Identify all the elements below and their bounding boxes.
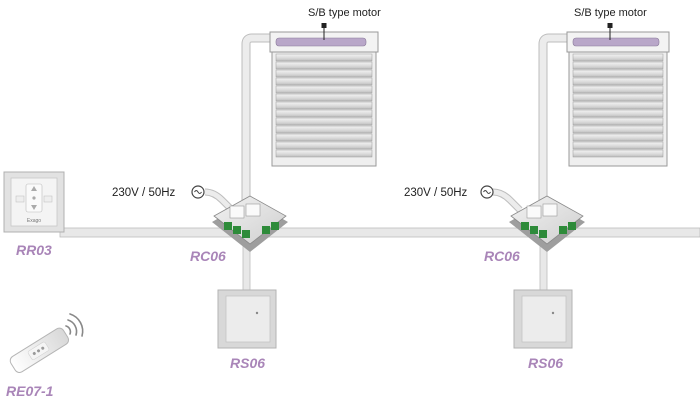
rs06-switch-2 — [513, 289, 573, 349]
terminal-block-icon — [242, 230, 250, 238]
shutter-slats-1 — [275, 53, 373, 158]
rc06-label-1: RC06 — [190, 248, 226, 264]
roller-shutter-1 — [269, 31, 379, 167]
blind-unit-2: S/B type motor 230V / 50Hz RC06 RS06 — [404, 7, 670, 371]
motor-label-1: S/B type motor — [308, 7, 381, 19]
switch-brand-logo: Exago — [27, 218, 41, 224]
re07-1-label: RE07-1 — [6, 383, 54, 399]
power-label-1: 230V / 50Hz — [112, 187, 176, 199]
terminal-block-icon — [539, 230, 547, 238]
motor-label-2: S/B type motor — [574, 7, 647, 19]
wireless-signal-icon — [65, 313, 84, 337]
arrow-down-icon — [31, 205, 37, 210]
rc06-module-2 — [509, 195, 585, 252]
rs06-label-1: RS06 — [230, 355, 265, 371]
terminal-block-icon — [530, 226, 538, 234]
terminal-block-icon — [233, 226, 241, 234]
rr03-wireless-switch: Exago — [3, 171, 65, 233]
arrow-up-icon — [31, 186, 37, 191]
shutter-slats-2 — [572, 53, 664, 158]
terminal-block-icon — [262, 226, 270, 234]
re07-1-remote — [9, 313, 84, 373]
terminal-block-icon — [521, 222, 529, 230]
power-label-2: 230V / 50Hz — [404, 187, 468, 199]
rc06-module-1 — [212, 195, 288, 252]
rc06-label-2: RC06 — [484, 248, 520, 264]
terminal-block-icon — [559, 226, 567, 234]
terminal-block-icon — [271, 222, 279, 230]
main-cable — [59, 227, 700, 238]
terminal-block-icon — [568, 222, 576, 230]
rs06-switch-1 — [217, 289, 277, 349]
roller-shutter-2 — [566, 31, 670, 167]
terminal-block-icon — [224, 222, 232, 230]
rs06-label-2: RS06 — [528, 355, 563, 371]
blind-unit-1: S/B type motor 230V / 50Hz RC06 RS06 — [112, 7, 381, 371]
stop-icon — [32, 196, 36, 200]
rr03-label: RR03 — [16, 242, 52, 258]
